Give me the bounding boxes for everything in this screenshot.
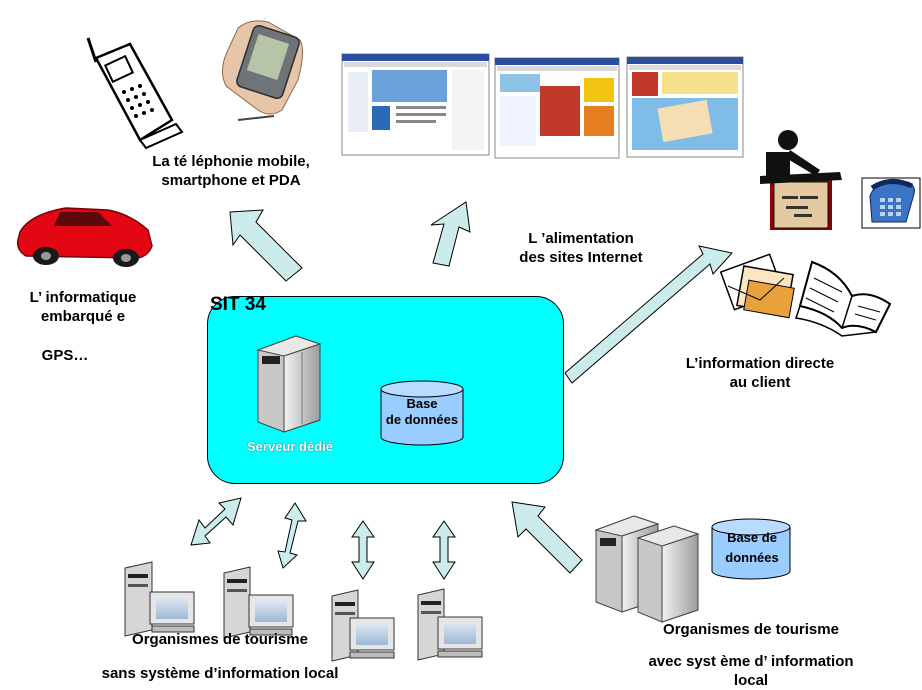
orgs-with-si-subtitle-line1: avec syst ème d’ information: [648, 653, 854, 670]
arrow-to-internet: [430, 201, 471, 267]
remote-database-label: Base de données: [712, 528, 792, 568]
mobile-label-line2: smartphone et PDA: [161, 172, 301, 189]
direct-client-label: L’information directe au client: [655, 354, 865, 392]
letters-icon: [719, 253, 795, 319]
internet-label-line1: L ’alimentation: [528, 230, 634, 247]
arrow-bidir-3: [351, 520, 375, 580]
website-screenshot-icon: [626, 56, 744, 158]
orgs-without-si-subtitle: sans système d’information local: [101, 665, 339, 682]
orgs-with-si-title: Organismes de tourisme: [663, 621, 839, 638]
embedded-label-line2: embarqué e: [40, 308, 126, 325]
database-label: Base de données: [382, 396, 462, 428]
workstation-icon: [417, 588, 483, 661]
workstation-icon: [124, 561, 195, 637]
orgs-without-si-title: Organismes de tourisme: [132, 631, 308, 648]
database-icon: [380, 380, 464, 446]
internet-label: L ’alimentation des sites Internet: [486, 229, 676, 267]
remote-database-label-line1: Base de: [727, 530, 777, 545]
workstation-icon: [331, 589, 395, 662]
database-icon: [711, 518, 791, 580]
gps-label: GPS…: [41, 347, 89, 364]
sit-title: SIT 34: [210, 294, 266, 315]
direct-client-label-line2: au client: [729, 374, 791, 391]
server-icon: [594, 515, 700, 623]
website-screenshot-icon: [341, 53, 490, 156]
database-label-line2: de données: [385, 412, 459, 427]
mobile-label-line1: La té léphonie mobile,: [152, 153, 310, 170]
open-book-icon: [795, 260, 892, 337]
embedded-label: L’ informatique embarqué e: [8, 288, 158, 326]
arrow-to-client: [564, 245, 733, 384]
database-label-line1: Base: [406, 396, 438, 411]
pda-icon: [222, 20, 304, 121]
receptionist-icon: [760, 130, 842, 230]
orgs-with-si-subtitle-line2: local: [733, 672, 769, 689]
server-label: Serveur dédié: [247, 439, 333, 454]
direct-client-label-line1: L’information directe: [685, 355, 835, 372]
mobile-phone-icon: [86, 37, 184, 150]
arrow-to-mobile: [229, 209, 303, 282]
server-icon: [256, 335, 322, 433]
internet-label-line2: des sites Internet: [519, 249, 643, 266]
arrow-bidir-1: [190, 497, 242, 546]
mobile-label: La té léphonie mobile, smartphone et PDA: [126, 152, 336, 190]
arrow-from-orgs-with-si: [511, 501, 583, 574]
arrow-bidir-4: [432, 520, 456, 580]
remote-database-label-line2: données: [725, 550, 779, 565]
embedded-label-line1: L’ informatique: [29, 289, 137, 306]
workstation-icon: [223, 566, 294, 639]
arrow-bidir-2: [277, 502, 307, 569]
website-screenshot-icon: [494, 57, 620, 159]
orgs-with-si-subtitle: avec syst ème d’ information local: [626, 652, 876, 690]
telephone-icon: [861, 177, 921, 229]
car-icon: [16, 207, 153, 267]
